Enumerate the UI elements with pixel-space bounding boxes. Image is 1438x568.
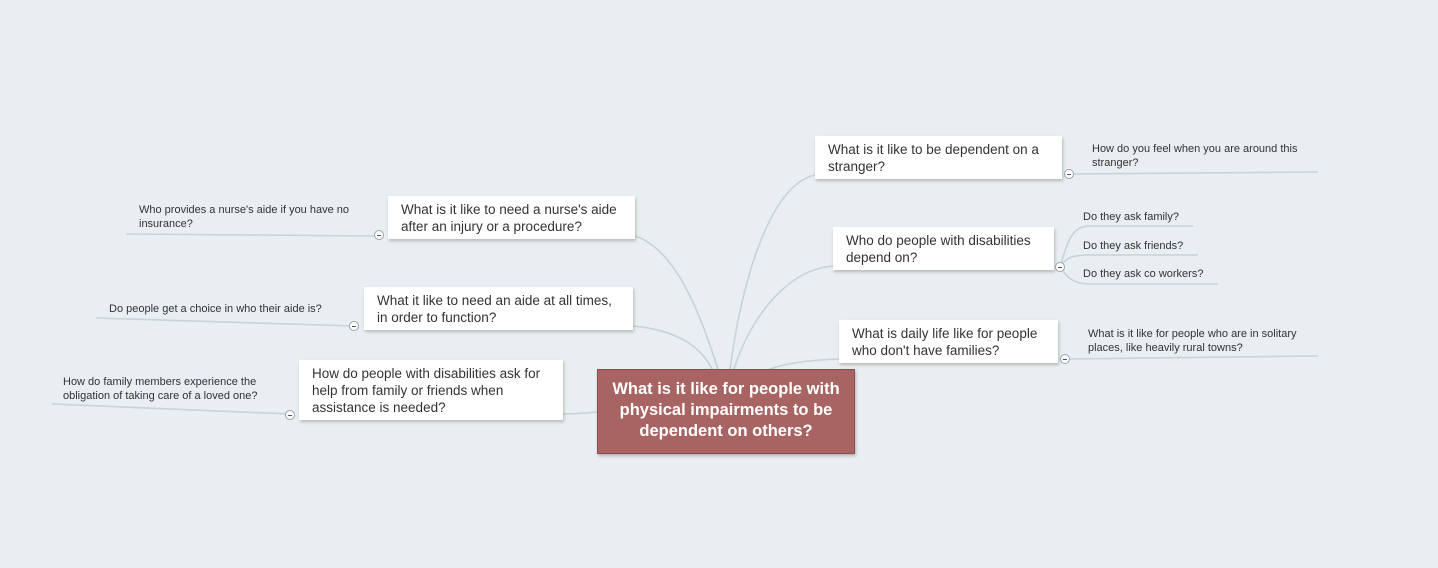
connector-central-dependent-stranger — [729, 174, 816, 370]
topic-aide-all-times[interactable]: What it like to need an aide at all time… — [364, 287, 633, 330]
connector-who-depend-family — [1059, 225, 1193, 268]
topic-daily-life[interactable]: What is daily life like for people who d… — [839, 320, 1058, 363]
subtopic-aide-choice[interactable]: Do people get a choice in who their aide… — [109, 303, 322, 315]
subtopic-ask-family[interactable]: Do they ask family? — [1083, 211, 1179, 223]
subtopic-feel-stranger[interactable]: How do you feel when you are around this… — [1092, 143, 1298, 169]
connector-central-ask-for-help — [562, 411, 598, 415]
connector-ask-for-help-child — [51, 403, 291, 415]
connector-central-who-depend — [733, 265, 834, 370]
connector-central-nurse-aide — [634, 235, 719, 370]
subtopic-ask-friends[interactable]: Do they ask friends? — [1083, 240, 1184, 252]
connector-central-aide-all-times — [632, 325, 713, 370]
connector-who-depend-friends — [1059, 254, 1198, 268]
collapse-toggle-dependent-stranger[interactable] — [1064, 169, 1074, 179]
topic-who-depend[interactable]: Who do people with disabilities depend o… — [833, 227, 1054, 270]
collapse-toggle-nurse-aide[interactable] — [374, 230, 384, 240]
connector-aide-all-times-child — [95, 317, 355, 327]
connector-central-daily-life — [769, 358, 840, 370]
central-topic[interactable]: What is it like for people with physical… — [597, 369, 855, 454]
collapse-toggle-daily-life[interactable] — [1060, 354, 1070, 364]
subtopic-family-obligation[interactable]: How do family members experience the obl… — [63, 376, 258, 402]
collapse-toggle-ask-for-help[interactable] — [285, 410, 295, 420]
topic-nurse-aide[interactable]: What is it like to need a nurse's aide a… — [388, 196, 635, 239]
connector-nurse-aide-child — [125, 233, 380, 237]
connector-daily-life-child — [1064, 355, 1319, 360]
collapse-toggle-aide-all-times[interactable] — [349, 321, 359, 331]
subtopic-nurse-aide-insurance[interactable]: Who provides a nurse's aide if you have … — [139, 204, 349, 230]
connector-dependent-stranger-child — [1068, 171, 1319, 175]
subtopic-ask-coworkers[interactable]: Do they ask co workers? — [1083, 268, 1204, 280]
topic-ask-for-help[interactable]: How do people with disabilities ask for … — [299, 360, 563, 420]
subtopic-solitary-places[interactable]: What is it like for people who are in so… — [1088, 328, 1297, 354]
collapse-toggle-who-depend[interactable] — [1055, 262, 1065, 272]
topic-dependent-stranger[interactable]: What is it like to be dependent on a str… — [815, 136, 1062, 179]
